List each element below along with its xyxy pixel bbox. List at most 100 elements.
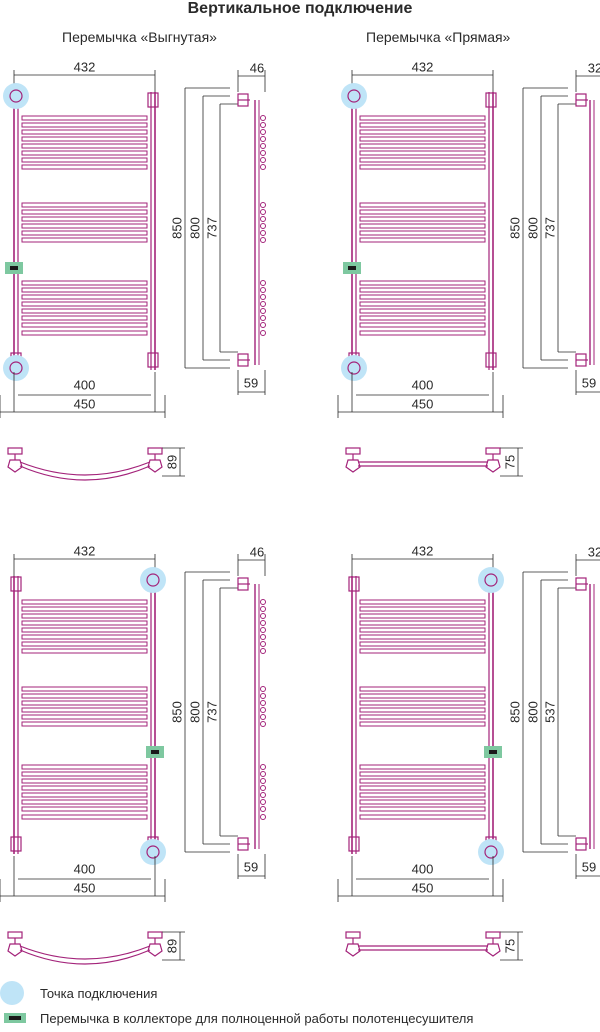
rung-end <box>260 693 266 699</box>
rung <box>359 806 486 812</box>
dim-label-bottom-inner: 400 <box>74 861 96 876</box>
rung <box>359 799 486 805</box>
rung <box>21 686 148 692</box>
plan-curved-jumper-inner <box>19 461 151 476</box>
plan-fitting-right <box>147 447 163 455</box>
rung <box>359 216 486 222</box>
dim-label-top-width: 432 <box>412 543 434 558</box>
rung <box>21 129 148 135</box>
rung <box>21 606 148 612</box>
plan-curved-jumper-outer <box>19 465 151 481</box>
rung-end <box>260 799 266 805</box>
dim-label-bottom-outer: 450 <box>412 880 434 895</box>
rung <box>21 634 148 640</box>
connection-point-bottom <box>3 355 29 381</box>
connection-point-bottom <box>140 839 166 865</box>
rung <box>21 202 148 208</box>
rung <box>21 613 148 619</box>
rung-end <box>260 301 266 307</box>
plan-fitting-left <box>345 447 361 455</box>
rung <box>359 627 486 633</box>
dim-label-850: 850 <box>507 217 522 239</box>
bracket-top-left <box>348 576 360 592</box>
rung <box>21 330 148 336</box>
rung-end <box>260 157 266 163</box>
rung-end <box>260 216 266 222</box>
rung <box>21 641 148 647</box>
dim-label-bottom-outer: 450 <box>74 396 96 411</box>
rung-end <box>260 599 266 605</box>
rung <box>21 308 148 314</box>
dim-label-depth: 46 <box>250 60 264 75</box>
plan-dim-label: 75 <box>502 939 517 953</box>
rung <box>359 157 486 163</box>
rung <box>21 230 148 236</box>
rung <box>21 693 148 699</box>
rung-end <box>260 700 266 706</box>
dim-label-depth: 46 <box>250 544 264 559</box>
rung-end <box>260 707 266 713</box>
dim-label-inner: 737 <box>204 701 219 723</box>
rung-end <box>260 620 266 626</box>
rung-end <box>260 164 266 170</box>
rung-end <box>260 764 266 770</box>
rung-end <box>260 721 266 727</box>
jumper-marker-core <box>10 266 18 270</box>
rung <box>359 136 486 142</box>
rung-end <box>260 122 266 128</box>
dim-label-top-width: 432 <box>74 543 96 558</box>
column-heading-straight: Перемычка «Прямая» <box>366 29 511 45</box>
rung <box>21 157 148 163</box>
connection-fitting-top <box>347 89 361 103</box>
rung <box>21 620 148 626</box>
bracket-top-right <box>147 92 159 108</box>
dim-label-depth: 32 <box>588 544 600 559</box>
rung-end <box>260 136 266 142</box>
rung-end <box>260 237 266 243</box>
rung <box>359 721 486 727</box>
plan-curved-jumper-outer <box>19 949 151 965</box>
rung-end <box>260 209 266 215</box>
dim-label-top-width: 432 <box>412 59 434 74</box>
plan-hex-right <box>485 459 501 473</box>
jumper-icon <box>4 1013 26 1023</box>
dim-label-800: 800 <box>187 701 202 723</box>
curved-top-left-plan-view: 89 <box>7 447 185 481</box>
bracket-bottom-right <box>147 352 159 368</box>
connection-fitting-top <box>9 89 23 103</box>
rung <box>359 771 486 777</box>
connection-point-top <box>478 567 504 593</box>
dim-label-800: 800 <box>187 217 202 239</box>
connection-point-icon <box>0 981 24 1005</box>
dim-label-inner: 737 <box>204 217 219 239</box>
rung <box>21 223 148 229</box>
connection-point-top <box>140 567 166 593</box>
bracket-bottom-left <box>10 836 22 852</box>
rung-end <box>260 714 266 720</box>
rung <box>359 129 486 135</box>
rung <box>21 648 148 654</box>
dim-label-bottom-inner: 400 <box>74 377 96 392</box>
rung <box>21 771 148 777</box>
rung <box>21 721 148 727</box>
dim-label-inner: 537 <box>542 701 557 723</box>
dim-label-bottom-inner: 400 <box>412 377 434 392</box>
dim-label-top-width: 432 <box>74 59 96 74</box>
rung <box>21 806 148 812</box>
plan-hex-left <box>7 943 23 957</box>
rung <box>21 707 148 713</box>
connection-fitting-bottom <box>484 845 498 859</box>
rung <box>359 164 486 170</box>
rung <box>359 330 486 336</box>
rung <box>359 714 486 720</box>
rung <box>359 230 486 236</box>
dim-label-bottom-depth: 59 <box>582 859 596 874</box>
plan-hex-right <box>485 943 501 957</box>
connection-point-bottom <box>478 839 504 865</box>
rung <box>359 301 486 307</box>
jumper-marker-core <box>151 750 159 754</box>
rung <box>21 700 148 706</box>
rung <box>21 143 148 149</box>
